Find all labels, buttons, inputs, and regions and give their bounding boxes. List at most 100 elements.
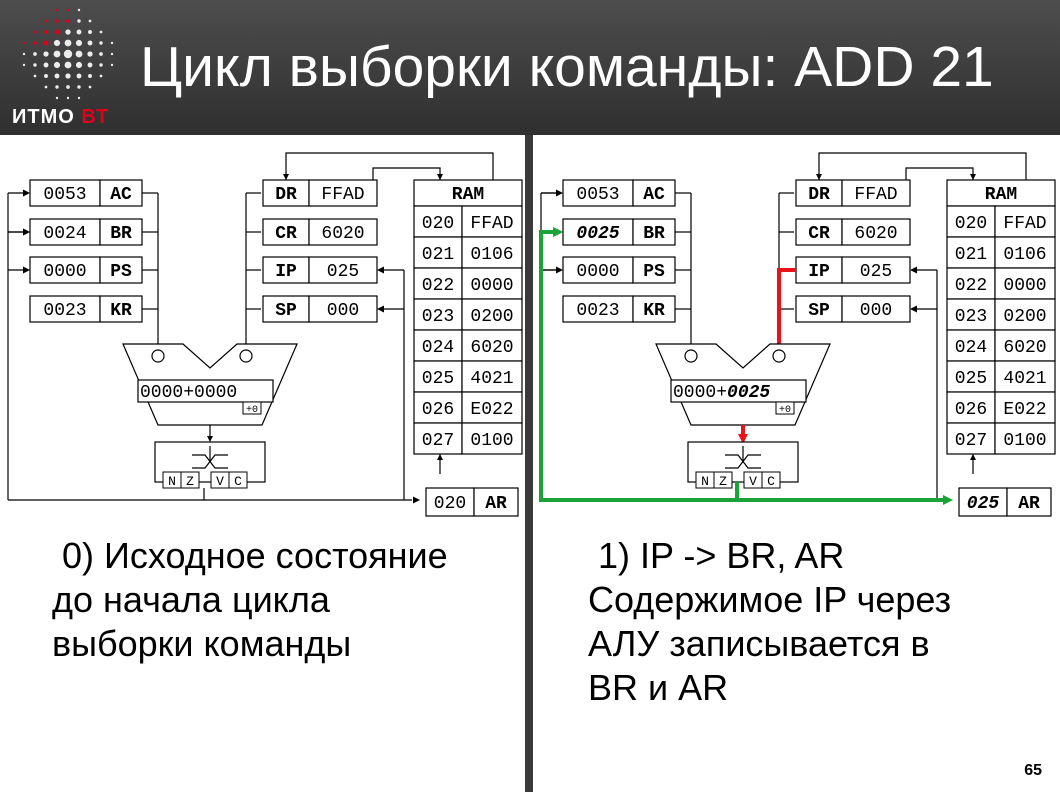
logo-dot xyxy=(53,39,61,47)
logo-dot xyxy=(76,73,82,79)
ram-header-box xyxy=(946,179,1056,207)
panel-divider xyxy=(525,135,533,792)
dr-ram-loop-a xyxy=(285,152,494,180)
alu-plus0-box xyxy=(242,401,262,415)
register-value-sp: 000 xyxy=(860,301,892,321)
register-value-ps: 0000 xyxy=(576,262,619,282)
logo-main: ИТМО xyxy=(12,106,75,128)
alu-operand-a: 0000+ xyxy=(140,383,194,403)
logo-dot xyxy=(33,63,37,67)
register-name-kr: KR xyxy=(643,301,665,321)
register-value-box xyxy=(308,256,378,284)
logo-dot xyxy=(53,50,61,58)
register-name-box xyxy=(632,295,676,323)
alu-expression: 0000+0000 xyxy=(140,383,237,403)
logo-dot xyxy=(88,74,92,78)
ram-value-box xyxy=(994,422,1056,455)
ram-value: FFAD xyxy=(470,214,513,234)
alu-left-input xyxy=(684,349,698,363)
logo-dot xyxy=(33,74,37,78)
register-name-kr: KR xyxy=(110,301,132,321)
ram-input-arrow xyxy=(970,174,976,180)
logo-dot xyxy=(66,8,70,12)
logo-dot xyxy=(22,63,26,67)
register-value-box xyxy=(562,179,634,207)
ram-addr: 024 xyxy=(955,338,987,358)
register-name-ac: AC xyxy=(110,185,132,205)
register-name-box xyxy=(262,218,310,246)
sp-input-arrow xyxy=(910,305,917,313)
dr-ram-loop-b xyxy=(372,167,441,180)
logo-text: ИТМО ВТ xyxy=(12,106,109,129)
register-value-cr: 6020 xyxy=(321,224,364,244)
register-value-box xyxy=(308,295,378,323)
ram-addr-box xyxy=(946,236,996,269)
dr-ram-loop-a xyxy=(818,152,1027,180)
register-name-box xyxy=(795,256,843,284)
register-value-ip: 025 xyxy=(327,262,359,282)
register-name-cr: CR xyxy=(275,224,297,244)
ram-value: 6020 xyxy=(1003,338,1046,358)
ram-value-box xyxy=(461,329,523,362)
alu-expression: 0000+0025 xyxy=(673,383,770,403)
ar-name-box xyxy=(473,487,519,517)
ar-value: 025 xyxy=(967,494,1000,514)
ar-name-box xyxy=(1006,487,1052,517)
logo-dot xyxy=(43,62,49,68)
register-name-box xyxy=(632,179,676,207)
ram-value: 6020 xyxy=(470,338,513,358)
result-bus-left xyxy=(8,488,205,501)
ram-addr: 027 xyxy=(422,431,454,451)
ram-addr: 025 xyxy=(955,369,987,389)
register-value-kr: 0023 xyxy=(576,301,619,321)
logo-dot xyxy=(55,96,59,100)
logo-dot xyxy=(77,8,81,12)
logo-dot xyxy=(66,85,70,89)
ram-value-box xyxy=(461,360,523,393)
register-value-cr: 6020 xyxy=(854,224,897,244)
ram-addr-box xyxy=(413,360,463,393)
ram-value-box xyxy=(994,391,1056,424)
ram-value: E022 xyxy=(470,400,513,420)
logo-dot xyxy=(110,41,114,45)
register-value-box xyxy=(308,179,378,207)
logo-dot xyxy=(44,74,48,78)
logo-dot xyxy=(75,50,83,58)
logo-dot xyxy=(64,61,72,69)
alu-left-input xyxy=(151,349,165,363)
logo-dot xyxy=(44,19,48,23)
register-value-kr: 0023 xyxy=(43,301,86,321)
ram-value-box xyxy=(994,329,1056,362)
ram-addr-box xyxy=(413,205,463,238)
register-name-box xyxy=(99,218,143,246)
logo-dot xyxy=(87,51,93,57)
itmo-logo-icon xyxy=(22,8,114,100)
register-value-br: 0025 xyxy=(576,224,619,244)
logo-dot xyxy=(64,39,72,47)
register-name-box xyxy=(795,218,843,246)
ram-value-box xyxy=(461,267,523,300)
register-value-ip: 025 xyxy=(860,262,892,282)
register-value-box xyxy=(841,218,911,246)
register-name-box xyxy=(99,179,143,207)
ip-input-arrow xyxy=(910,266,917,274)
register-name-ip: IP xyxy=(275,262,297,282)
ram-addr: 025 xyxy=(422,369,454,389)
alu-right-input xyxy=(772,349,786,363)
register-name-box xyxy=(262,179,310,207)
slide-title: Цикл выборки команды: ADD 21 xyxy=(140,35,994,99)
ram-header-box xyxy=(413,179,523,207)
logo-dot xyxy=(22,52,26,56)
dr-input-arrow xyxy=(283,174,289,180)
flag-n: N xyxy=(168,474,176,489)
logo-dot xyxy=(33,30,37,34)
br-input-arrow xyxy=(553,227,563,237)
flag-box xyxy=(761,471,781,489)
sp-input-arrow xyxy=(377,305,384,313)
ram-address-arrow xyxy=(437,454,443,460)
ram-value-box xyxy=(461,298,523,331)
ram-input-arrow xyxy=(437,174,443,180)
register-name-box xyxy=(632,256,676,284)
